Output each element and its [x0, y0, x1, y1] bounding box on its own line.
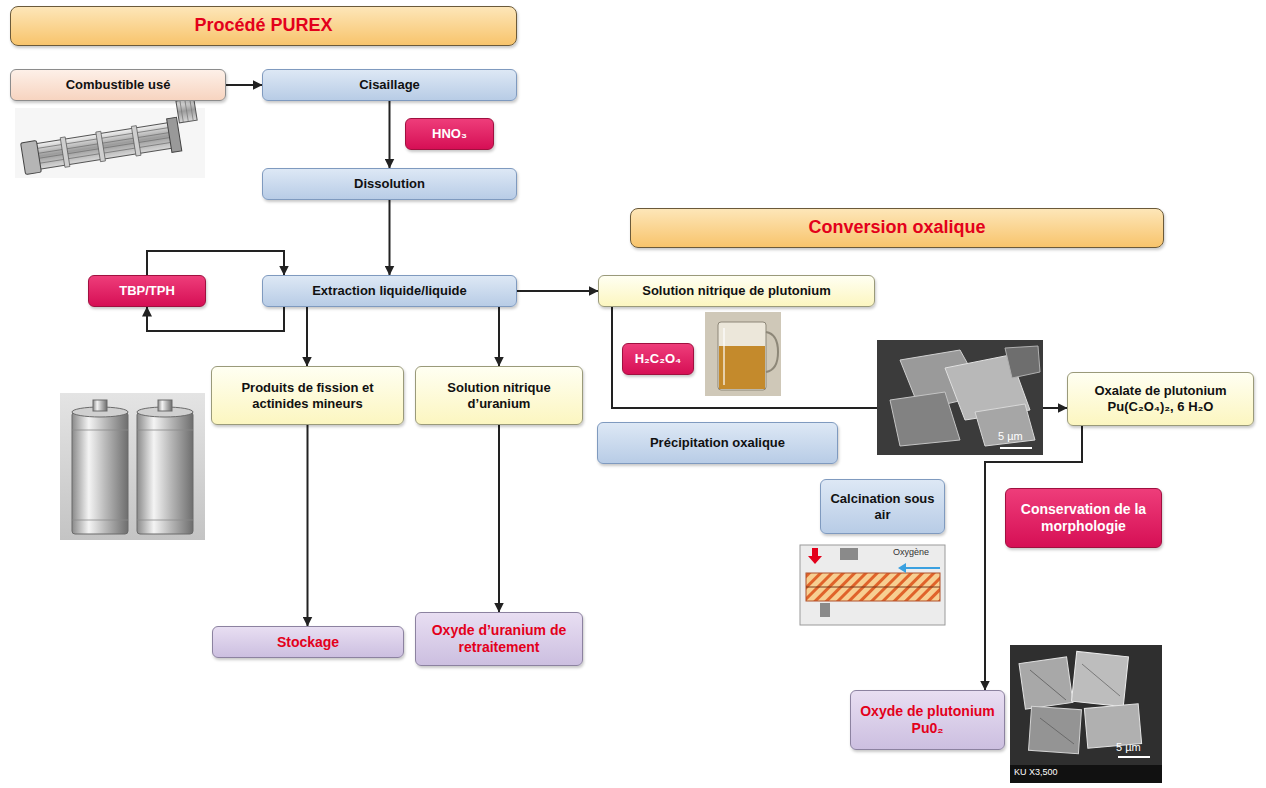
node-text: Dissolution — [271, 176, 508, 192]
stream-box: Oxalate de plutonium Pu(C₂O₄)₂, 6 H₂O — [1067, 372, 1254, 426]
node-text: Solution nitrique d’uranium — [424, 380, 574, 411]
flow-arrow — [498, 307, 500, 366]
input-box: Combustible usé — [10, 69, 226, 101]
process-step: Précipitation oxalique — [597, 422, 838, 464]
sem-image-oxalate — [877, 340, 1043, 455]
reagent-box: H₂C₂O₄ — [622, 343, 694, 375]
flow-arrow — [147, 251, 284, 275]
fuel-assembly-illustration — [15, 98, 205, 178]
section-banner: Conversion oxalique — [630, 208, 1164, 248]
process-step: Extraction liquide/liquide — [262, 275, 517, 307]
node-text: Précipitation oxalique — [606, 435, 829, 451]
flow-arrow — [307, 425, 309, 626]
node-text: Procédé PUREX — [19, 15, 508, 37]
gas-label: Oxygène — [893, 548, 929, 558]
flow-arrow — [389, 200, 391, 275]
flow-arrow — [147, 307, 284, 331]
stream-box: Solution nitrique d’uranium — [415, 366, 583, 425]
node-text: Oxyde de plutonium Pu0₂ — [859, 703, 996, 737]
node-text: HNO₃ — [414, 126, 485, 142]
node-text: Conversion oxalique — [639, 217, 1155, 239]
flow-arrow — [498, 425, 500, 612]
product-box: Oxyde d’uranium de retraitement — [415, 612, 583, 666]
product-box: Oxyde de plutonium Pu0₂ — [850, 690, 1005, 750]
reagent-box: TBP/TPH — [88, 275, 206, 307]
beaker-photo — [705, 312, 781, 396]
sem-image-oxide — [1010, 645, 1162, 783]
section-banner: Procédé PUREX — [10, 6, 517, 46]
node-text: Extraction liquide/liquide — [271, 283, 508, 299]
node-text: Oxyde d’uranium de retraitement — [424, 622, 574, 656]
flow-arrow — [226, 84, 262, 86]
node-text: Combustible usé — [19, 77, 217, 93]
scale-bar-label: 5 µm — [1116, 741, 1141, 753]
node-text: Solution nitrique de plutonium — [607, 283, 866, 299]
furnace-illustration — [800, 545, 945, 625]
microscope-info: KU X3,500 — [1014, 768, 1058, 778]
node-text: TBP/TPH — [97, 283, 197, 299]
process-step: Calcination sous air — [820, 479, 945, 534]
flow-arrow — [389, 101, 391, 168]
node-text: H₂C₂O₄ — [631, 351, 685, 367]
node-text: Produits de fission et actinides mineurs — [220, 380, 395, 411]
node-text: Conservation de la morphologie — [1014, 501, 1153, 535]
connector-group — [147, 85, 1082, 690]
stream-box: Solution nitrique de plutonium — [598, 275, 875, 307]
process-step: Cisaillage — [262, 69, 517, 101]
process-step: Dissolution — [262, 168, 517, 200]
product-box: Stockage — [212, 626, 404, 658]
stream-box: Produits de fission et actinides mineurs — [211, 366, 404, 425]
node-text: Stockage — [221, 634, 395, 651]
scale-bar-label: 5 µm — [998, 430, 1023, 442]
canisters-photo — [60, 393, 205, 540]
node-text: Calcination sous air — [829, 491, 936, 522]
reagent-box: HNO₃ — [405, 118, 494, 150]
flow-arrow — [517, 290, 598, 292]
flow-arrow — [306, 307, 308, 366]
node-text: Oxalate de plutonium Pu(C₂O₄)₂, 6 H₂O — [1076, 383, 1245, 414]
note-box: Conservation de la morphologie — [1005, 488, 1162, 548]
node-text: Cisaillage — [271, 77, 508, 93]
